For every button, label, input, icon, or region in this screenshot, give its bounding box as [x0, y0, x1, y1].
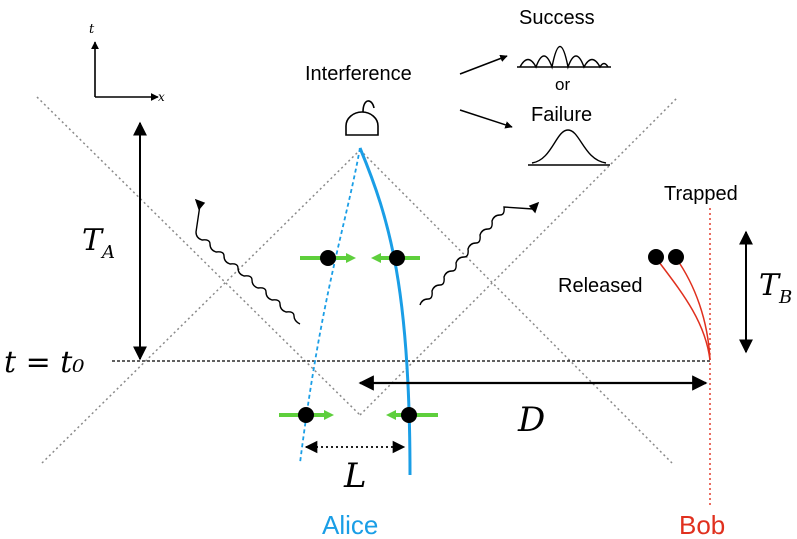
t-axis-label: t	[89, 22, 95, 37]
coordinate-axes: t x	[89, 22, 165, 104]
alice-dashed-worldline	[299, 147, 361, 464]
particle-upper-left	[300, 250, 356, 266]
light-cone-line-left-up	[41, 149, 361, 464]
interference-fringe-plot	[517, 45, 611, 70]
photon-wave-right	[419, 201, 540, 306]
light-cone-line-right-down	[359, 149, 673, 464]
bob-particle-left	[648, 249, 664, 265]
arrow-to-failure	[459, 109, 513, 129]
light-cone-line-left-down	[36, 96, 361, 416]
alice-solid-worldline	[358, 147, 412, 476]
light-cones	[36, 96, 679, 464]
t-b-label: TB	[759, 268, 792, 308]
arrow-to-success	[459, 54, 508, 75]
x-axis-label: x	[158, 90, 165, 104]
gaussian-plot	[528, 129, 610, 166]
bob-trajectory-left	[655, 257, 711, 361]
bob-particle-right	[668, 249, 684, 265]
interference-label: Interference	[305, 63, 412, 85]
or-label: or	[555, 75, 570, 94]
photon-wave-left	[194, 198, 301, 325]
particle-lower-right	[386, 407, 438, 423]
bob-label: Bob	[679, 510, 725, 539]
l-label: L	[343, 456, 367, 496]
t-equals-t0-label: t = t₀	[4, 345, 84, 380]
success-label: Success	[519, 7, 595, 29]
particle-lower-left	[279, 407, 334, 423]
failure-label: Failure	[531, 104, 592, 126]
t-a-label: TA	[82, 223, 115, 263]
bob-trajectory-right	[675, 257, 711, 361]
released-label: Released	[558, 275, 643, 297]
particle-upper-right	[371, 250, 420, 266]
alice-label: Alice	[322, 510, 378, 539]
trapped-label: Trapped	[664, 183, 738, 205]
detector-icon	[345, 100, 379, 136]
d-label: D	[517, 400, 545, 440]
